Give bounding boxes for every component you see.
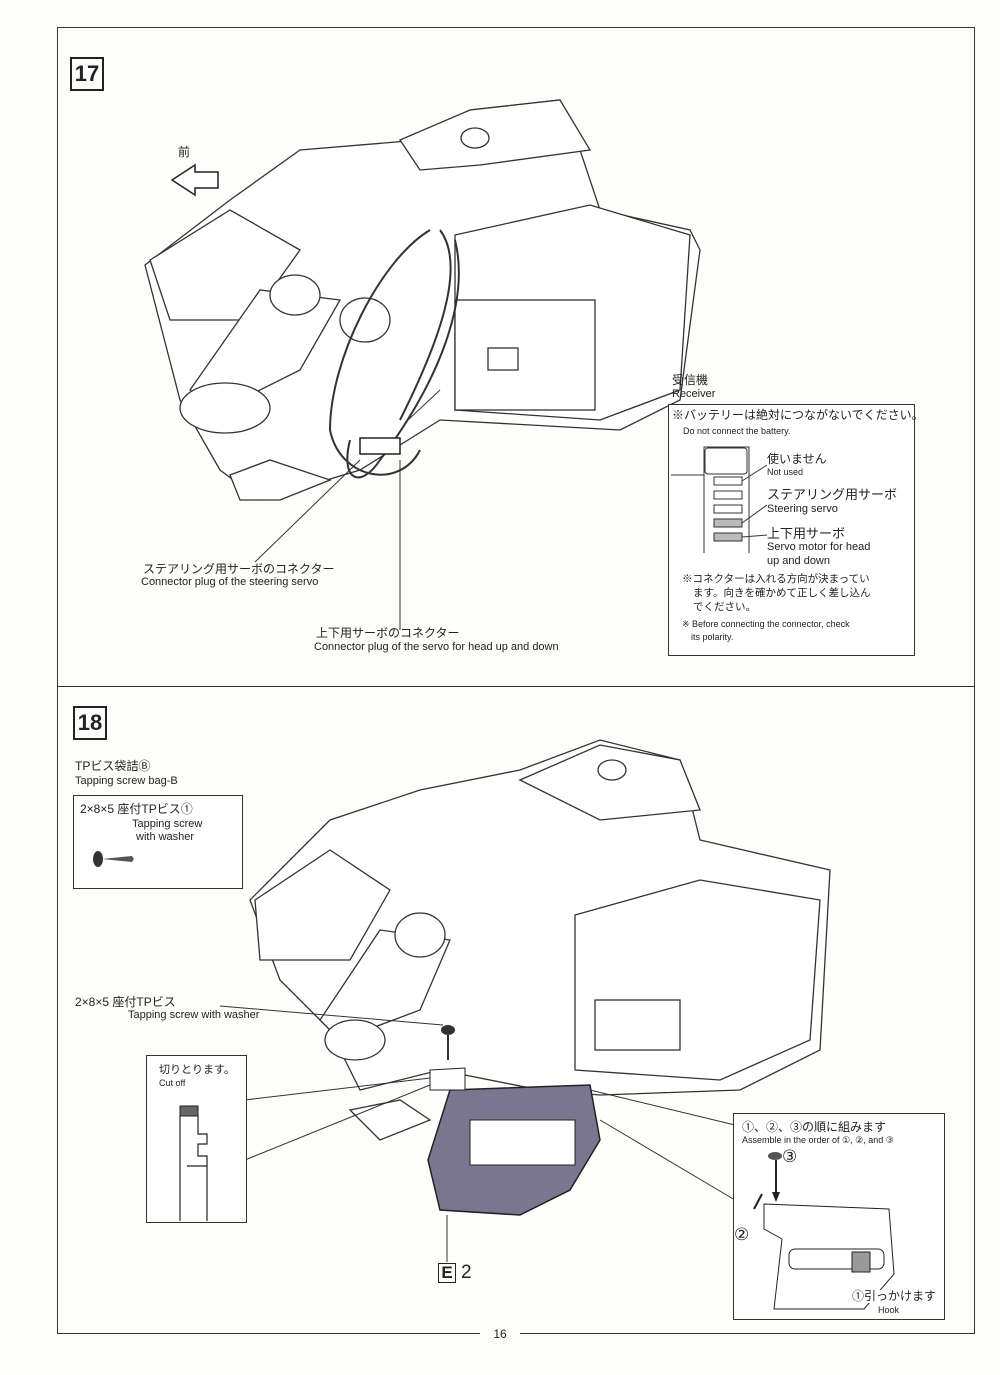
hook-en: Hook [878, 1305, 900, 1315]
battery-warning-en: Do not connect the battery. [683, 426, 791, 436]
steering-connector-jp: ステアリング用サーボのコネクター [143, 562, 335, 576]
step-18-number: 18 [73, 706, 107, 740]
cutoff-diagram [179, 1105, 208, 1221]
screw-icon [441, 1025, 455, 1060]
cutoff-en: Cut off [159, 1078, 186, 1088]
screw-parts-box: 2×8×5 座付TPビス① Tapping screw with washer [73, 795, 243, 889]
connector-plug-icon [359, 437, 401, 455]
battery-warning-jp: ※バッテリーは絶対につながないでください。 [672, 408, 924, 422]
polarity-note-en-2: its polarity. [691, 632, 734, 642]
hook-jp: ①引っかけます [852, 1289, 937, 1303]
servo-cables [328, 229, 460, 479]
polarity-note-jp-1: ※コネクターは入れる方向が決まってい [682, 573, 870, 585]
receiver-note-box: ※バッテリーは絶対につながないでください。 Do not connect the… [668, 404, 924, 656]
front-label: 前 [178, 145, 191, 159]
step-17-number: 17 [70, 57, 104, 91]
assembly-diagram [753, 1152, 895, 1310]
polarity-note-jp-3: でください。 [693, 601, 756, 613]
head-connector-en: Connector plug of the servo for head up … [314, 641, 559, 653]
part-number: 2 [461, 1262, 472, 1283]
steering-connector-en: Connector plug of the steering servo [141, 576, 319, 588]
mechanism-drawing [144, 99, 701, 501]
screw-label-en: Tapping screw with washer [128, 1009, 260, 1021]
head-servo-jp: 上下用サーボ [767, 526, 846, 541]
part-e2-bracket [427, 1067, 601, 1216]
screw-bag-jp: TPビス袋詰Ⓑ [75, 759, 151, 773]
steering-servo-en: Steering servo [767, 503, 838, 515]
tapping-screw-icon [93, 851, 134, 867]
screw-bag-en: Tapping screw bag-B [75, 775, 178, 787]
step-divider [57, 686, 975, 687]
not-used-en: Not used [767, 467, 804, 477]
head-connector-jp: 上下用サーボのコネクター [316, 626, 460, 640]
mechanism-drawing [249, 739, 831, 1141]
cutoff-jp: 切りとります。 [159, 1064, 235, 1076]
order-jp: ①、②、③の順に組みます [742, 1120, 887, 1134]
assembly-order-box: ①、②、③の順に組みます Assemble in the order of ①,… [733, 1113, 945, 1320]
receiver-diagram [671, 446, 768, 553]
head-servo-en-1: Servo motor for head [767, 541, 871, 553]
page-number: 16 [480, 1327, 520, 1341]
screw-box-en-2: with washer [136, 831, 195, 843]
step-3-marker: ③ [782, 1147, 798, 1166]
order-en: Assemble in the order of ①, ②, and ③ [742, 1135, 894, 1145]
not-used-jp: 使いません [767, 452, 827, 466]
step-2-marker: ② [734, 1225, 750, 1244]
polarity-note-en-1: ※ Before connecting the connector, check [682, 619, 850, 629]
screw-label-jp: 2×8×5 座付TPビス [75, 995, 176, 1009]
receiver-title-jp: 受信機 [672, 373, 709, 387]
steering-servo-jp: ステアリング用サーボ [767, 487, 898, 502]
screw-box-jp: 2×8×5 座付TPビス① [80, 802, 193, 816]
cutoff-detail-box: 切りとります。 Cut off [146, 1055, 247, 1223]
head-servo-en-2: up and down [767, 555, 830, 567]
front-arrow-icon [170, 163, 219, 197]
polarity-note-jp-2: ます。向きを確かめて正しく差し込ん [693, 587, 871, 599]
part-label-e: E [438, 1263, 456, 1283]
receiver-title-en: Receiver [672, 388, 716, 400]
screw-box-en-1: Tapping screw [132, 818, 203, 830]
